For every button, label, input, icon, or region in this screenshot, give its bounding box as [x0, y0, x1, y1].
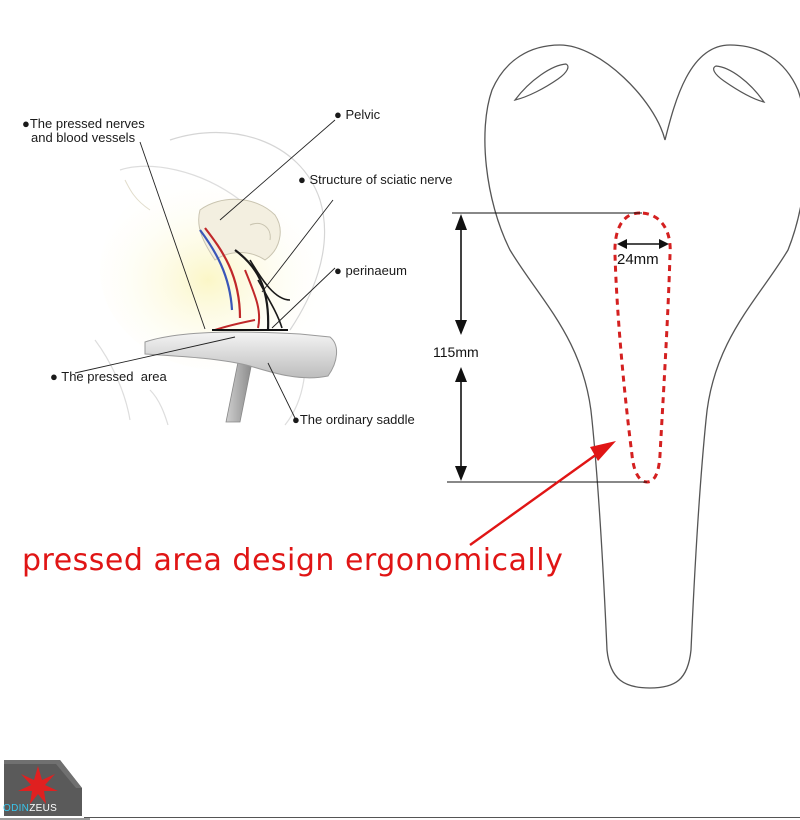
- logo-badge-highlight: [4, 760, 82, 788]
- brand-part2: ZEUS: [29, 803, 58, 814]
- label-pelvic-text: Pelvic: [345, 107, 381, 122]
- pelvic-bone: [124, 179, 151, 211]
- leader-line-pressed-area: [74, 336, 236, 374]
- label-pressed-nerves-line2: and blood vessels: [31, 130, 136, 145]
- label-ordinary-saddle-text: The ordinary saddle: [299, 412, 415, 427]
- arrowhead-up: [455, 214, 467, 230]
- bullet-dot: ●: [292, 412, 300, 427]
- pelvic-bone: [249, 223, 271, 241]
- label-perinaeum-text: perinaeum: [345, 263, 407, 278]
- label-pressed-area-text: The pressed area: [61, 369, 167, 384]
- vent-slot-right: [713, 65, 766, 103]
- nerve-black: [234, 249, 270, 331]
- leader-line-saddle: [267, 362, 296, 419]
- label-sciatic: ● Structure of sciatic nerve: [298, 173, 453, 187]
- brand-logo: [0, 760, 90, 820]
- footer-divider: [84, 817, 800, 818]
- anatomy-illustration: [74, 119, 340, 426]
- leader-line-perinaeum: [271, 267, 336, 329]
- leader-line-sciatic: [261, 199, 334, 293]
- body-outline: [169, 131, 326, 331]
- pelvic-bone: [198, 198, 281, 261]
- blood-vessel-blue: [199, 229, 234, 311]
- bullet-dot: ●: [50, 369, 58, 384]
- label-pressed-nerves: ●The pressed nerves and blood vessels: [22, 117, 145, 145]
- bullet-dot: ●: [298, 172, 306, 187]
- brand-wordmark: ODINZEUS: [3, 803, 57, 814]
- nerve-red: [244, 269, 261, 329]
- label-pelvic: ● Pelvic: [334, 108, 380, 122]
- label-perinaeum: ● perinaeum: [334, 264, 407, 278]
- arrowhead-down: [455, 320, 467, 335]
- bullet-dot: ●: [334, 263, 342, 278]
- width-dimension-label: 24mm: [617, 251, 659, 268]
- nerve-black: [249, 259, 291, 301]
- red-pointer-arrow: [469, 453, 598, 546]
- length-dimension-label: 115mm: [433, 344, 479, 360]
- leader-line-pressed-nerves: [139, 141, 206, 330]
- arrowhead-left: [617, 239, 627, 249]
- arrowhead-right: [659, 239, 669, 249]
- star-icon: [18, 766, 58, 804]
- bullet-dot: ●: [22, 116, 30, 131]
- label-sciatic-text: Structure of sciatic nerve: [309, 172, 453, 187]
- red-arrowhead: [590, 441, 616, 461]
- body-outline: [119, 165, 241, 201]
- nerve-black: [257, 279, 283, 329]
- arrowhead-down: [455, 466, 467, 481]
- saddle-side-view: [144, 331, 337, 379]
- leader-line-pelvic: [219, 119, 336, 221]
- leg-outline: [94, 339, 131, 421]
- arrowhead-up: [455, 367, 467, 382]
- label-ordinary-saddle: ●The ordinary saddle: [292, 413, 415, 427]
- headline-text: pressed area design ergonomically: [22, 543, 564, 578]
- saddle-top-view: [447, 44, 800, 689]
- label-pressed-area: ● The pressed area: [50, 370, 167, 384]
- bullet-dot: ●: [334, 107, 342, 122]
- vent-slot-left: [513, 63, 569, 101]
- blood-vessel-red: [204, 227, 242, 319]
- pressed-area-dashed-outline: [613, 211, 672, 484]
- blood-vessel-red: [214, 319, 256, 331]
- leg-outline: [149, 389, 169, 426]
- saddle-outline: [484, 44, 800, 689]
- brand-part1: ODIN: [3, 803, 30, 814]
- label-pressed-nerves-line1: The pressed nerves: [29, 116, 145, 131]
